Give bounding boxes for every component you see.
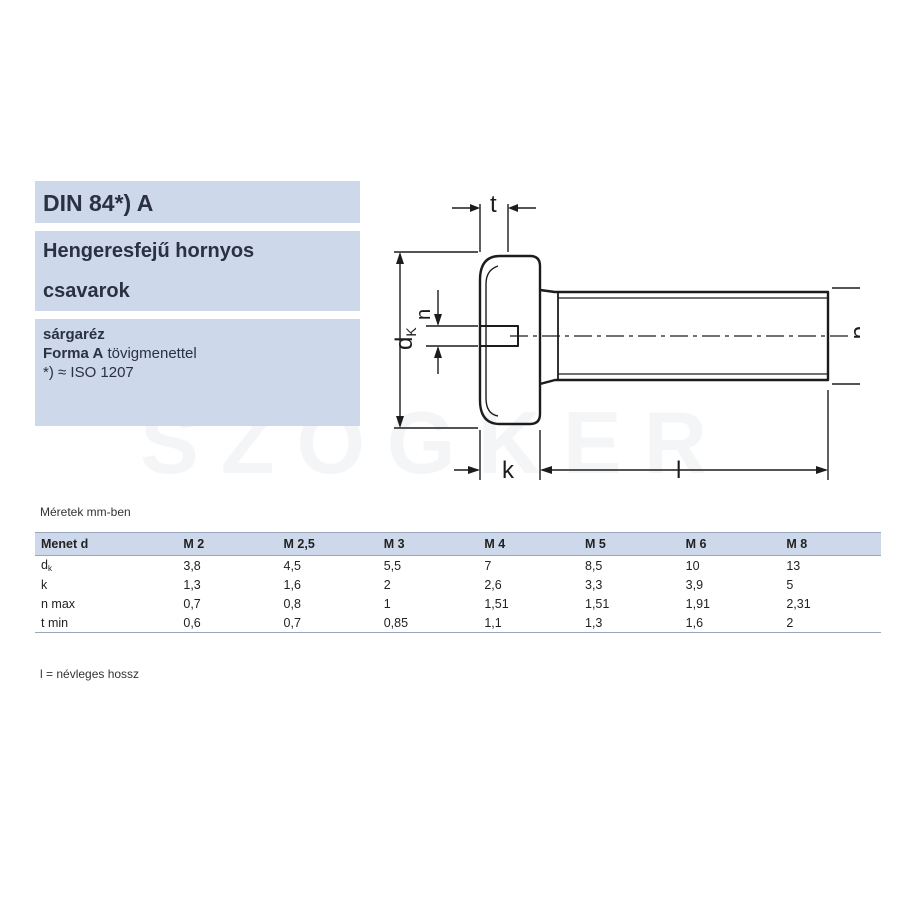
header-cell: M 4: [478, 532, 579, 556]
screw-drawing: t n dK d k l: [391, 191, 860, 484]
label-k: k: [502, 457, 515, 484]
row-label: dk: [41, 558, 52, 573]
material-text: sárgaréz: [43, 326, 105, 343]
table-cell: 3,9: [685, 577, 704, 592]
header-cell: M 6: [679, 532, 781, 556]
label-l: l: [676, 457, 681, 484]
table-cell: 0,7: [183, 596, 201, 611]
table-cell: 3,8: [183, 558, 201, 573]
product-name-line1: Hengeresfejű hornyos: [43, 240, 255, 262]
table-cell: 2,31: [786, 596, 811, 611]
product-name: Hengeresfejű hornyos csavarok: [35, 231, 360, 311]
table-cell: 4,5: [283, 558, 301, 573]
dimensions-table: Menet d M 2 M 2,5 M 3 M 4 M 5 M 6 M 8 dk…: [35, 532, 881, 633]
row-label: k: [41, 577, 48, 592]
table-cell: 1,51: [484, 596, 509, 611]
header-cell: M 8: [780, 532, 881, 556]
table-cell: 1,3: [579, 613, 680, 633]
table-row: t min 0,6 0,7 0,85 1,1 1,3 1,6 2: [35, 613, 881, 633]
table-cell: 1,51: [585, 596, 610, 611]
table-cell: 5,5: [383, 558, 402, 573]
table-cell: 0,8: [283, 596, 301, 611]
table-cell: 0,6: [177, 613, 278, 633]
shank-outline: [539, 288, 830, 386]
units-note: Méretek mm-ben: [40, 505, 131, 519]
table-cell: 3,3: [585, 577, 603, 592]
table-row: k 1,3 1,6 2 2,6 3,3 3,9 5: [35, 575, 881, 594]
label-dk: dK: [391, 327, 419, 350]
label-d: d: [848, 326, 860, 339]
header-cell: M 3: [377, 532, 479, 556]
table-row: dk 3,8 4,5 5,5 7 8,5 10 13: [35, 556, 881, 576]
form-label-bold: Forma A: [43, 345, 104, 362]
table-row: n max 0,7 0,8 1 1,51 1,51 1,91 2,31: [35, 594, 881, 613]
form-label-rest: tövigmenettel: [103, 345, 197, 362]
table-cell: 1,3: [183, 577, 201, 592]
row-label: n max: [41, 596, 76, 611]
material-label: sárgaréz: [43, 325, 360, 344]
header-cell: M 2: [177, 532, 278, 556]
product-name-line2: csavarok: [43, 280, 130, 302]
screw-head-outline: [478, 254, 542, 426]
table-header-row: Menet d M 2 M 2,5 M 3 M 4 M 5 M 6 M 8: [35, 532, 881, 556]
form-label: Forma A tövigmenettel: [43, 344, 360, 363]
table-cell: 1,1: [478, 613, 579, 633]
label-t: t: [490, 191, 497, 218]
product-spec: sárgaréz Forma A tövigmenettel *) ≈ ISO …: [35, 319, 360, 426]
header-cell: M 2,5: [277, 532, 378, 556]
table-cell: 2,6: [484, 577, 502, 592]
label-n: n: [413, 309, 435, 320]
footnote: l = névleges hossz: [40, 667, 140, 681]
table-cell: 1: [383, 596, 391, 611]
table-cell: 10: [685, 558, 700, 573]
header-cell: Menet d: [35, 532, 178, 556]
table-cell: 1,91: [685, 596, 710, 611]
table-cell: 5: [786, 577, 794, 592]
table-cell: 1,6: [283, 577, 301, 592]
iso-note: *) ≈ ISO 1207: [43, 364, 134, 381]
table-cell: 0,7: [277, 613, 378, 633]
standard-title: DIN 84*) A: [35, 181, 360, 223]
table-cell: 7: [484, 558, 492, 573]
head-inner-line: [485, 265, 499, 417]
table-cell: 8,5: [585, 558, 603, 573]
table-cell: 2: [780, 613, 881, 633]
table-cell: 13: [786, 558, 801, 573]
row-label: t min: [35, 613, 178, 633]
table-cell: 1,6: [679, 613, 781, 633]
table-cell: 0,85: [377, 613, 479, 633]
standard-title-text: DIN 84*) A: [43, 190, 154, 216]
header-cell: M 5: [579, 532, 680, 556]
table-cell: 2: [383, 577, 391, 592]
